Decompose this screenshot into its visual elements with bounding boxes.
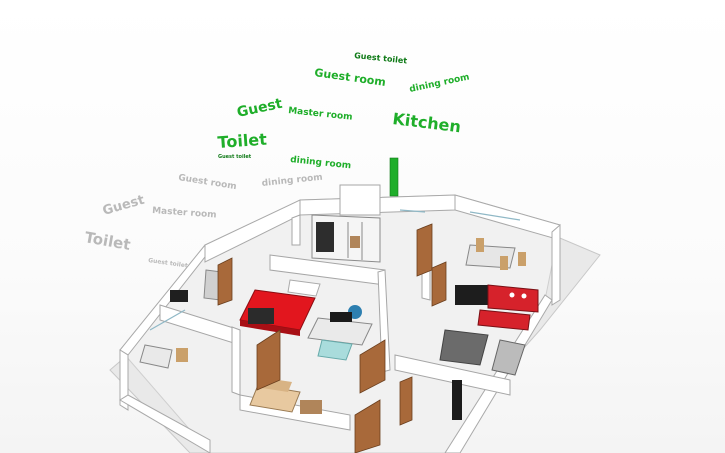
room-label-toilet: Toilet [217,130,268,152]
floating-labels: Guest toilet Guest room dining room Gues… [217,51,471,171]
room-label-kitchen: Kitchen [392,109,462,136]
interior-walls [159,184,511,431]
room-label-guest: Guest [236,96,285,121]
green-marker-post [389,157,399,197]
tall-cabinet [452,380,462,420]
room-label-guest-toilet: Guest toilet [354,51,408,66]
shadow-label: Guest [101,193,146,219]
room-label-dining-room: dining room [409,72,471,95]
windows [149,209,521,331]
bathroom-fixtures [139,269,223,369]
master-bed [239,279,321,336]
room-label-master-room: Master room [288,106,353,123]
shadow-label: Master room [152,206,217,220]
shadow-label: Toilet [83,228,132,254]
room-label-dining-room-2: dining room [290,155,352,171]
room-label-guest-toilet-2: Guest toilet [218,154,252,160]
shadow-label: dining room [261,173,323,189]
desk-area [307,305,373,361]
dining-set [465,238,526,270]
doors [217,223,447,453]
shadow-label: Guest room [178,173,238,192]
wardrobe [311,214,381,263]
shadow-label: Guest toilet [148,257,189,269]
kitchen [439,284,539,376]
guest-bed [249,378,322,414]
room-label-guest-room: Guest room [314,66,387,89]
